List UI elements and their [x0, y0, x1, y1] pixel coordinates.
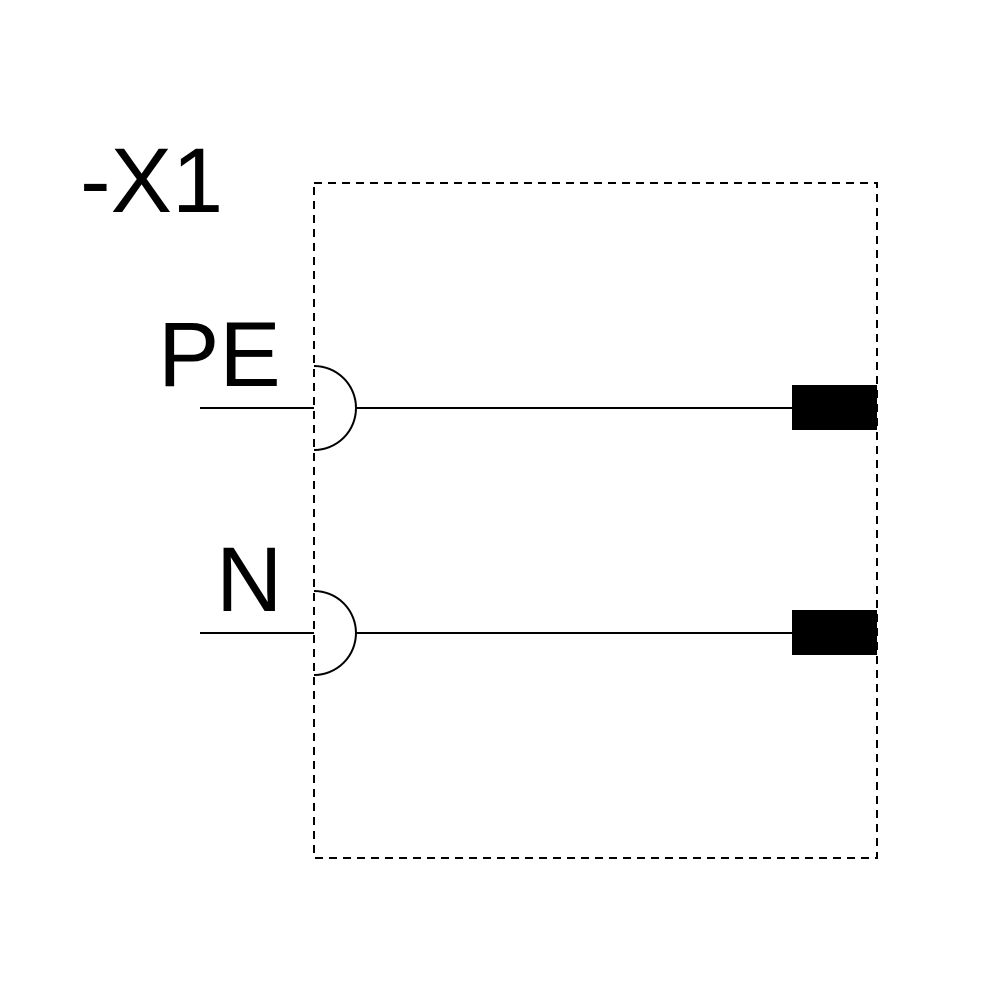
- terminal-n-label: N: [216, 529, 282, 631]
- terminal-pe-connector-block: [792, 385, 877, 430]
- terminal-pe-socket-arc: [313, 365, 357, 451]
- terminal-pe-label: PE: [158, 304, 281, 406]
- device-designation-label: -X1: [80, 130, 223, 232]
- terminal-n-socket-arc: [313, 590, 357, 676]
- terminal-n: N: [200, 529, 877, 676]
- device-enclosure: [313, 182, 878, 859]
- terminal-n-connector-block: [792, 610, 877, 655]
- terminal-pe: PE: [158, 304, 877, 451]
